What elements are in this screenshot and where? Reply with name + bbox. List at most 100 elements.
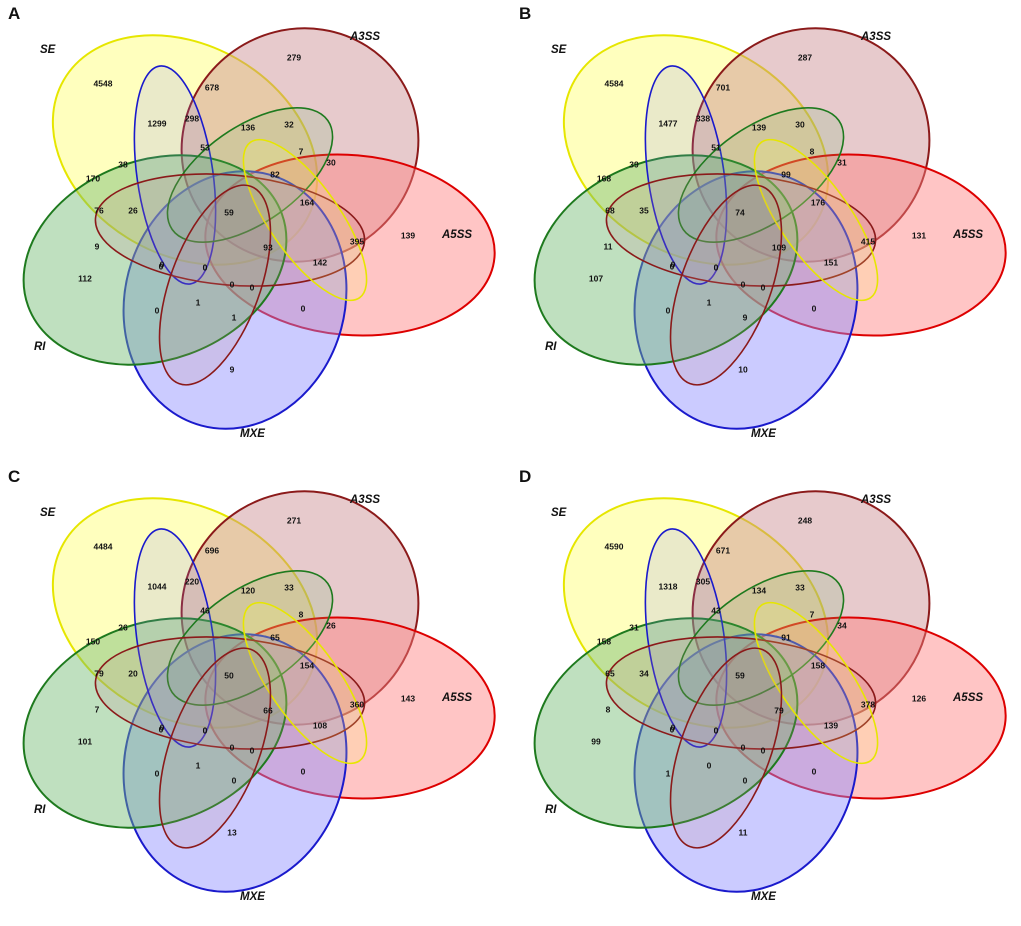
- region-count-ri-mxe-a3ss: 0: [155, 305, 160, 315]
- region-count-z-a: 0: [761, 282, 766, 292]
- region-count-mxe-a3ss-a5ss: 0: [707, 760, 712, 770]
- region-count-se-a5ss-mxe: 139: [824, 720, 838, 730]
- region-count-se-ri-mxe: 39: [629, 159, 639, 169]
- region-count-se-a3ss: 671: [716, 545, 730, 555]
- set-ri-ellipse: [22, 154, 288, 366]
- set-label-se: SE: [551, 507, 567, 519]
- region-count-mxe-a3ss-a5ss: 1: [196, 297, 201, 307]
- region-count-se-mxe: 1318: [659, 581, 678, 591]
- set-a5ss-ellipse: [715, 616, 1007, 800]
- panel-label: D: [519, 467, 531, 486]
- region-count-se-ri: 168: [597, 173, 611, 183]
- region-count-mxe-a5ss: 0: [301, 303, 306, 313]
- region-count-mxe-a5ss: 0: [812, 303, 817, 313]
- region-count-se-a3ss-ri: 136: [241, 122, 255, 132]
- region-count-a3ss-a5ss: 31: [837, 157, 847, 167]
- set-se-petal-3: [242, 138, 368, 302]
- set-a5ss-ellipse: [715, 153, 1007, 337]
- region-count-se-a3ss-a5ss-mxe: 109: [772, 242, 786, 252]
- set-label-mxe: MXE: [751, 891, 776, 903]
- region-count-z-c: 0: [203, 262, 208, 272]
- region-count-mxe-only: 9: [230, 364, 235, 374]
- region-count-a3ss-a5ss: 26: [326, 620, 336, 630]
- region-count-z-a: 0: [250, 745, 255, 755]
- region-count-se-only: 4590: [605, 541, 624, 551]
- region-count-ri-only: 99: [591, 736, 601, 746]
- set-label-a3ss: A3SS: [860, 31, 891, 43]
- region-count-a3ss-ri-a5ss-mxe: 51: [711, 142, 721, 152]
- region-count-mxe-a5ss-a3ss: 0: [743, 775, 748, 785]
- region-count-z-b: 0: [230, 742, 235, 752]
- panel-label: A: [8, 4, 20, 23]
- region-count-se-ri-mxe: 31: [629, 622, 639, 632]
- region-count-ri-a5ss: 8: [606, 704, 611, 714]
- set-se-ellipse: [562, 497, 830, 729]
- region-count-z-b: 0: [741, 742, 746, 752]
- set-a3ss-petal-2: [605, 636, 877, 750]
- set-se-ellipse: [51, 497, 319, 729]
- region-count-se-a3ss: 696: [205, 545, 219, 555]
- region-count-a3ss-ri-mxe: 30: [795, 119, 805, 129]
- region-count-se-a3ss-ri-a5ss: 99: [781, 169, 791, 179]
- region-count-mxe-a5ss: 0: [812, 766, 817, 776]
- set-label-a3ss: A3SS: [349, 494, 380, 506]
- region-count-all: 74: [735, 207, 745, 217]
- region-count-se-a3ss-ri-a5ss: 91: [781, 632, 791, 642]
- region-count-ri-mxe-a3ss: 0: [666, 305, 671, 315]
- region-count-se-a3ss: 678: [205, 82, 219, 92]
- region-count-se-a3ss-a5ss-mxe: 66: [263, 705, 273, 715]
- region-count-ri-mxe-a3ss: 1: [666, 768, 671, 778]
- region-count-se-ri: 158: [597, 636, 611, 646]
- set-a3ss-petal-4: [158, 184, 272, 386]
- set-a3ss-petal-2: [94, 173, 366, 287]
- region-count-se-a5ss: 395: [350, 236, 364, 246]
- region-count-ri-mxe: 0: [160, 722, 165, 732]
- region-count-ri-only: 101: [78, 736, 92, 746]
- set-ri-ellipse: [533, 617, 799, 829]
- region-count-se-a3ss-ri: 134: [752, 585, 766, 595]
- region-count-a5ss-only: 126: [912, 693, 926, 703]
- venn-diagram: BSEA3SSA5SSMXERI458428713110107701147716…: [519, 4, 1007, 440]
- region-count-se-only: 4584: [605, 78, 624, 88]
- region-count-se-ri-a5ss-mxe: 164: [300, 197, 314, 207]
- set-label-ri: RI: [34, 804, 46, 816]
- region-count-a3ss-only: 279: [287, 52, 301, 62]
- region-count-se-a3ss-ri-a5ss: 82: [270, 169, 280, 179]
- region-count-se-a3ss-ri-a5ss: 65: [270, 632, 280, 642]
- set-label-a3ss: A3SS: [349, 31, 380, 43]
- set-label-ri: RI: [545, 341, 557, 353]
- set-ri-petal-1: [166, 570, 334, 706]
- region-count-z-b: 0: [230, 279, 235, 289]
- region-count-se-ri-a5ss: 68: [605, 205, 615, 215]
- region-count-se-ri-a5ss-mxe: 176: [811, 197, 825, 207]
- venn-diagram: ASEA3SSA5SSMXERI454827913991126781299170…: [8, 4, 496, 440]
- set-a3ss-petal-2: [605, 173, 877, 287]
- region-count-ri-a3ss-a5ss: 8: [299, 609, 304, 619]
- region-count-ri-a3ss-a5ss: 7: [810, 609, 815, 619]
- region-count-se-a5ss: 360: [350, 699, 364, 709]
- set-label-se: SE: [551, 44, 567, 56]
- region-count-se-only: 4484: [94, 541, 113, 551]
- set-label-a5ss: A5SS: [441, 692, 472, 704]
- region-count-z-c: 0: [714, 262, 719, 272]
- region-count-se-a3ss-ri: 139: [752, 122, 766, 132]
- region-count-mxe-only: 10: [738, 364, 748, 374]
- region-count-a5ss-only: 143: [401, 693, 415, 703]
- region-count-ri-mxe-a5ss-a3ss: 0: [714, 262, 719, 272]
- region-count-se-a3ss-mxe: 305: [696, 576, 710, 586]
- region-count-ri-mxe: 0: [160, 259, 165, 269]
- region-count-se-ri-a5ss: 79: [94, 668, 104, 678]
- region-count-all: 50: [224, 670, 234, 680]
- region-count-a3ss-a5ss: 30: [326, 157, 336, 167]
- region-count-ri-mxe: 0: [671, 722, 676, 732]
- region-count-all: 59: [735, 670, 745, 680]
- set-se-petal-3: [753, 601, 879, 765]
- region-count-se-ri-mxe-a5ss: 20: [128, 668, 138, 678]
- region-count-a3ss-only: 271: [287, 515, 301, 525]
- region-count-ri-mxe-a3ss: 0: [155, 768, 160, 778]
- region-count-se-a3ss-mxe: 338: [696, 113, 710, 123]
- region-count-se-a5ss: 378: [861, 699, 875, 709]
- set-se-ellipse: [51, 34, 319, 266]
